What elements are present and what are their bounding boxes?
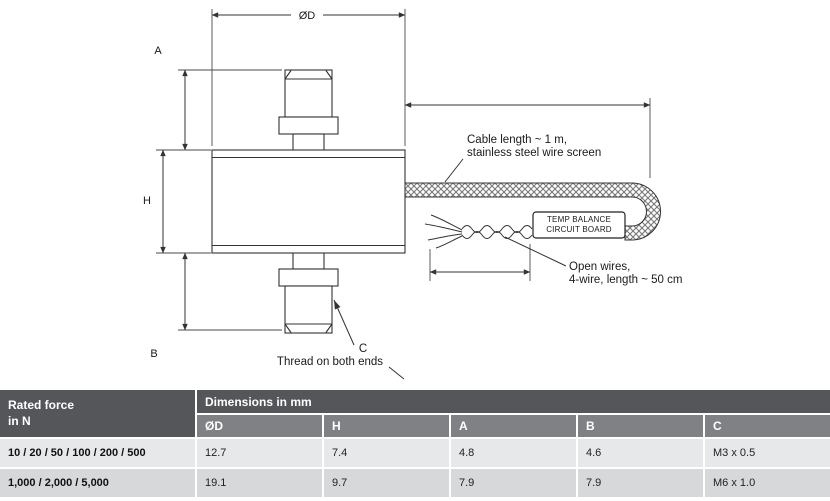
dimension-label-a: A xyxy=(154,45,162,57)
dimensions-table: Rated force in N Dimensions in mm ØD H A… xyxy=(0,390,830,497)
row2-a: 7.9 xyxy=(451,469,576,497)
col-header-c: C xyxy=(705,415,830,437)
main-body xyxy=(211,149,406,254)
row1-a: 4.8 xyxy=(451,439,576,467)
circuit-board-label-line2: CIRCUIT BOARD xyxy=(546,225,612,234)
col-header-h: H xyxy=(324,415,449,437)
table-header-rated-force: Rated force in N xyxy=(0,390,195,437)
top-thread-stud xyxy=(284,69,333,118)
thread-arrowhead xyxy=(334,300,341,310)
od-label-backing xyxy=(291,8,323,22)
wires-note-line2: 4-wire, length ~ 50 cm xyxy=(569,274,682,286)
braided-cable xyxy=(404,182,661,241)
table-header-dimensions: Dimensions in mm xyxy=(197,390,830,413)
cable-note-line1: Cable length ~ 1 m, xyxy=(467,134,567,146)
cable-note-line2: stainless steel wire screen xyxy=(467,147,601,159)
row1-h: 7.4 xyxy=(324,439,449,467)
thread-note: Thread on both ends xyxy=(277,356,383,368)
row2-label: 1,000 / 2,000 / 5,000 xyxy=(0,469,195,497)
row2-od: 19.1 xyxy=(197,469,322,497)
rated-force-line2: in N xyxy=(8,413,31,428)
load-cell-body xyxy=(211,69,406,334)
row1-od: 12.7 xyxy=(197,439,322,467)
circuit-board-box xyxy=(532,211,626,239)
bottom-collar xyxy=(278,268,339,287)
col-header-b: B xyxy=(578,415,703,437)
row2-b: 7.9 xyxy=(578,469,703,497)
row1-label: 10 / 20 / 50 / 100 / 200 / 500 xyxy=(0,439,195,467)
top-neck xyxy=(292,133,325,152)
dimension-label-h: H xyxy=(143,195,151,207)
col-header-od: ØD xyxy=(197,415,322,437)
row1-b: 4.6 xyxy=(578,439,703,467)
top-collar xyxy=(278,116,339,135)
row2-h: 9.7 xyxy=(324,469,449,497)
load-cell-technical-drawing: TEMP BALANCE CIRCUIT BOARD ØD A H B C Ca… xyxy=(143,8,682,380)
bottom-neck xyxy=(292,251,325,270)
rated-force-line1: Rated force xyxy=(8,397,75,412)
dimension-lines xyxy=(160,12,651,331)
dimension-label-od: ØD xyxy=(299,10,316,22)
col-header-a: A xyxy=(451,415,576,437)
row1-c: M3 x 0.5 xyxy=(705,439,830,467)
circuit-board-label-line1: TEMP BALANCE xyxy=(547,215,611,224)
row2-c: M6 x 1.0 xyxy=(705,469,830,497)
open-wires xyxy=(424,214,533,249)
dimension-label-c: C xyxy=(359,343,367,355)
dimension-label-b: B xyxy=(150,348,157,360)
wires-note-line1: Open wires, xyxy=(569,261,630,273)
bottom-thread-stud xyxy=(284,285,333,334)
